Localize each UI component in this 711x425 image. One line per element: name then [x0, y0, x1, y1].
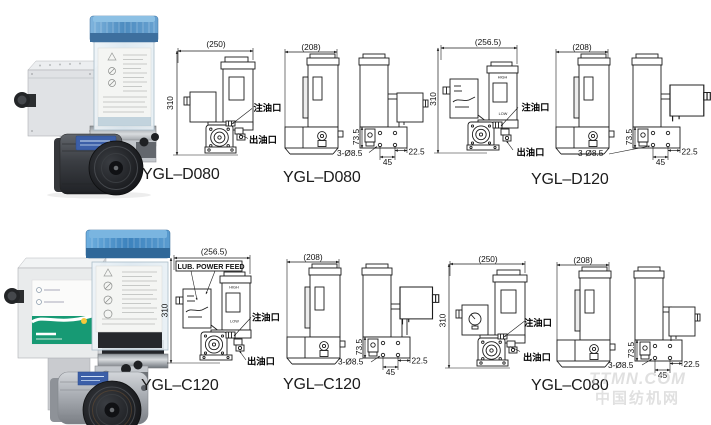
side-view: (208): [556, 42, 614, 154]
dim-height: 310: [165, 96, 175, 110]
fill-port-label: 注油口: [252, 312, 280, 323]
feed-label: LUB. POWER FEED: [178, 262, 245, 271]
junction-box: [17, 257, 107, 359]
watermark-domain: TTMN.COM: [589, 370, 686, 388]
front-view: HIGH LOW (256.5) 310 LUB. POWER FEED 注油口…: [160, 247, 280, 367]
model-label-ygl-c080: YGL–C080: [531, 377, 609, 394]
shadow: [47, 191, 151, 199]
reservoir: [89, 15, 159, 147]
dim-span: 45: [383, 157, 393, 167]
dim-holes: 3-Ø8.5: [608, 360, 634, 370]
photo-label-ygl-c120: YGL–C120: [141, 377, 219, 394]
front-view: HIGH LOW (256.5) 310 注油口 出油口: [428, 37, 549, 158]
dim-offset: 22.5: [684, 359, 701, 369]
front-view: (250) 310 注油口 出油口: [165, 39, 281, 155]
high-mark: HIGH: [229, 286, 239, 290]
photo-label-ygl-d080: YGL–D080: [142, 166, 220, 183]
junction-box: [27, 60, 103, 137]
dim-holes: 3-Ø8.5: [338, 357, 364, 367]
drawing-group-ygl-d080: (250) 310 注油口 出油口 (208) 73.5 3-Ø8.5 45 2…: [165, 39, 429, 167]
dim-height: 310: [438, 313, 448, 327]
dim-span: 45: [658, 370, 668, 380]
motor-label: [77, 371, 109, 386]
cable-connector: [4, 288, 24, 304]
dim-span: 45: [656, 157, 666, 167]
dim-offset: 22.5: [412, 356, 429, 366]
dim-holes: 3-Ø8.5: [578, 148, 604, 158]
dim-height: 73.5: [354, 339, 364, 356]
side-view: (208): [287, 252, 345, 364]
pump-side-outline: [287, 259, 345, 364]
low-mark: LOW: [230, 320, 239, 324]
mount-view: 73.5 3-Ø8.5 45 22.5: [578, 54, 711, 167]
watermark: TTMN.COM 中国纺机网: [589, 370, 686, 408]
outlet-port-label: 出油口: [247, 356, 275, 367]
fill-port-label: 注油口: [254, 102, 282, 113]
dim-height: 310: [428, 92, 438, 106]
dim-width: (250): [206, 39, 226, 49]
dim-width: (256.5): [475, 37, 502, 47]
model-label-ygl-c120: YGL–C120: [283, 376, 361, 393]
dim-height: 73.5: [626, 342, 636, 359]
dim-width: (208): [301, 42, 321, 52]
pump-side-outline: [556, 49, 614, 154]
cable-connector: [14, 92, 36, 108]
reservoir-label: [97, 47, 152, 127]
dim-span: 45: [386, 367, 396, 377]
front-view: (250) 310 注油口 出油口: [438, 254, 552, 368]
dim-height: 73.5: [624, 129, 634, 146]
mount-view: 73.5 3-Ø8.5 45 22.5: [337, 54, 429, 167]
pump-side-outline: [285, 49, 343, 154]
high-mark: HIGH: [498, 76, 508, 80]
reservoir: [85, 229, 171, 369]
dim-width: (256.5): [201, 247, 228, 257]
dim-height: 310: [160, 303, 170, 317]
feed-label-box: [175, 260, 243, 272]
pump-side-outline: [557, 262, 615, 367]
model-label-ygl-d120: YGL–D120: [531, 171, 609, 188]
dim-width: (208): [573, 255, 593, 265]
fill-port-label: 注油口: [522, 102, 550, 113]
dim-height: 73.5: [351, 129, 361, 146]
pump-front-outline: [434, 45, 518, 153]
drawing-group-ygl-c080: (250) 310 注油口 出油口 (208) 73.5 3-Ø8.5 45 2…: [438, 254, 701, 380]
dim-offset: 22.5: [409, 147, 426, 157]
pump-front-outline: [173, 48, 255, 155]
motor: [50, 371, 149, 425]
dim-width: (208): [572, 42, 592, 52]
side-view: (208): [285, 42, 343, 154]
junction-box-outline: [668, 306, 701, 342]
motor: [54, 133, 144, 196]
mount-view: 73.5 3-Ø8.5 45 22.5: [338, 264, 440, 377]
watermark-site-name: 中国纺机网: [594, 390, 680, 407]
gauge-detail: [468, 312, 482, 330]
product-photo-ygl-c120: [4, 229, 171, 425]
fill-port-label: 注油口: [524, 317, 552, 328]
outlet-port-label: 出油口: [523, 352, 551, 363]
junction-box-outline: [396, 92, 429, 128]
outlet-port-label: 出油口: [517, 147, 545, 158]
low-mark: LOW: [499, 112, 508, 116]
side-view: (208): [557, 255, 615, 367]
dim-width: (250): [478, 254, 498, 264]
outlet-port-label: 出油口: [249, 134, 277, 145]
junction-box-outline: [669, 84, 711, 122]
dim-width: (208): [303, 252, 323, 262]
product-photo-ygl-d080: [14, 15, 159, 199]
dim-holes: 3-Ø8.5: [337, 148, 363, 158]
drawing-group-ygl-d120: HIGH LOW (256.5) 310 注油口 出油口 (208) 73.5 …: [428, 37, 711, 167]
mount-view: 73.5 3-Ø8.5 45 22.5: [608, 267, 701, 380]
pump-front-outline: [445, 261, 527, 368]
dim-offset: 22.5: [682, 147, 699, 157]
model-label-ygl-d080: YGL–D080: [283, 169, 361, 186]
drawing-group-ygl-c120: HIGH LOW (256.5) 310 LUB. POWER FEED 注油口…: [160, 247, 440, 377]
